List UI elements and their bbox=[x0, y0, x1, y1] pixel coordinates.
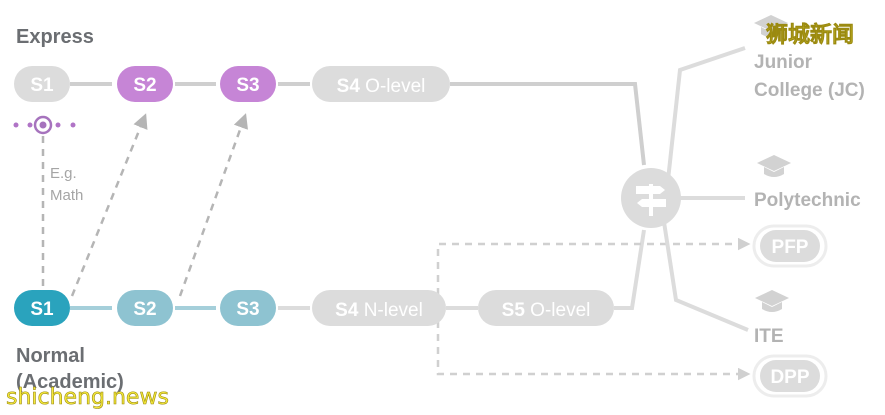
normal-s4-label: S4 N-level bbox=[335, 300, 423, 321]
target-dot-icon bbox=[33, 115, 53, 135]
dpp-pill: DPP bbox=[752, 354, 828, 398]
subject-banding bbox=[13, 113, 248, 297]
normal-s4-pill: S4 N-level bbox=[312, 290, 446, 326]
express-s2-label: S2 bbox=[133, 75, 156, 96]
express-s4-pill: S4 O-level bbox=[312, 66, 450, 102]
express-s1-pill: S1 bbox=[14, 66, 70, 102]
normal-s5-label: S5 O-level bbox=[502, 300, 591, 321]
normal-s4-rest: N-level bbox=[358, 300, 422, 321]
express-s4-rest: O-level bbox=[360, 76, 425, 97]
normal-s1-pill: S1 bbox=[14, 290, 70, 326]
express-s4-label: S4 O-level bbox=[337, 76, 426, 97]
subject-note: E.g. Math bbox=[50, 165, 83, 204]
normal-s2-label: S2 bbox=[133, 299, 156, 320]
express-s2-pill: S2 bbox=[117, 66, 173, 102]
graduation-cap-icon bbox=[754, 15, 788, 37]
express-s3-label: S3 bbox=[236, 75, 259, 96]
graduation-cap-icon bbox=[755, 290, 789, 312]
normal-s2-pill: S2 bbox=[117, 290, 173, 326]
graduation-cap-icon bbox=[757, 155, 791, 177]
normal-connectors bbox=[70, 229, 646, 310]
destination-jc: Junior College (JC) bbox=[754, 52, 865, 101]
express-connectors bbox=[70, 82, 646, 166]
pfp-label: PFP bbox=[772, 237, 809, 258]
normal-stream-label: Normal (Academic) bbox=[16, 345, 124, 393]
normal-s5-rest: O-level bbox=[525, 300, 590, 321]
watermark-bottom: shicheng.news bbox=[6, 385, 169, 410]
destination-jc-line1: Junior bbox=[754, 52, 813, 73]
normal-stream-label-line2: (Academic) bbox=[16, 371, 124, 393]
normal-s1-label: S1 bbox=[30, 299, 54, 320]
path-to-dpp bbox=[436, 308, 751, 381]
signpost-icon bbox=[621, 168, 681, 228]
normal-s4-bold: S4 bbox=[335, 300, 359, 321]
dashed-paths bbox=[436, 237, 751, 381]
dpp-label: DPP bbox=[770, 367, 809, 388]
normal-s5-pill: S5 O-level bbox=[478, 290, 614, 326]
express-s4-bold: S4 bbox=[337, 76, 361, 97]
pfp-pill: PFP bbox=[752, 224, 828, 268]
normal-s3-label: S3 bbox=[236, 299, 259, 320]
subject-note-line1: E.g. bbox=[50, 165, 77, 182]
subject-note-line2: Math bbox=[50, 187, 83, 204]
normal-stream-label-line1: Normal bbox=[16, 345, 85, 367]
watermark-top: 狮城新闻 bbox=[766, 22, 854, 48]
normal-s5-bold: S5 bbox=[502, 300, 526, 321]
normal-s3-pill: S3 bbox=[220, 290, 276, 326]
express-s3-pill: S3 bbox=[220, 66, 276, 102]
destination-polytechnic: Polytechnic bbox=[754, 190, 861, 211]
destination-ite: ITE bbox=[754, 326, 784, 347]
hub-branches bbox=[662, 46, 749, 332]
express-stream-label: Express bbox=[16, 26, 94, 48]
destination-jc-line2: College (JC) bbox=[754, 80, 865, 101]
express-s1-label: S1 bbox=[30, 75, 54, 96]
